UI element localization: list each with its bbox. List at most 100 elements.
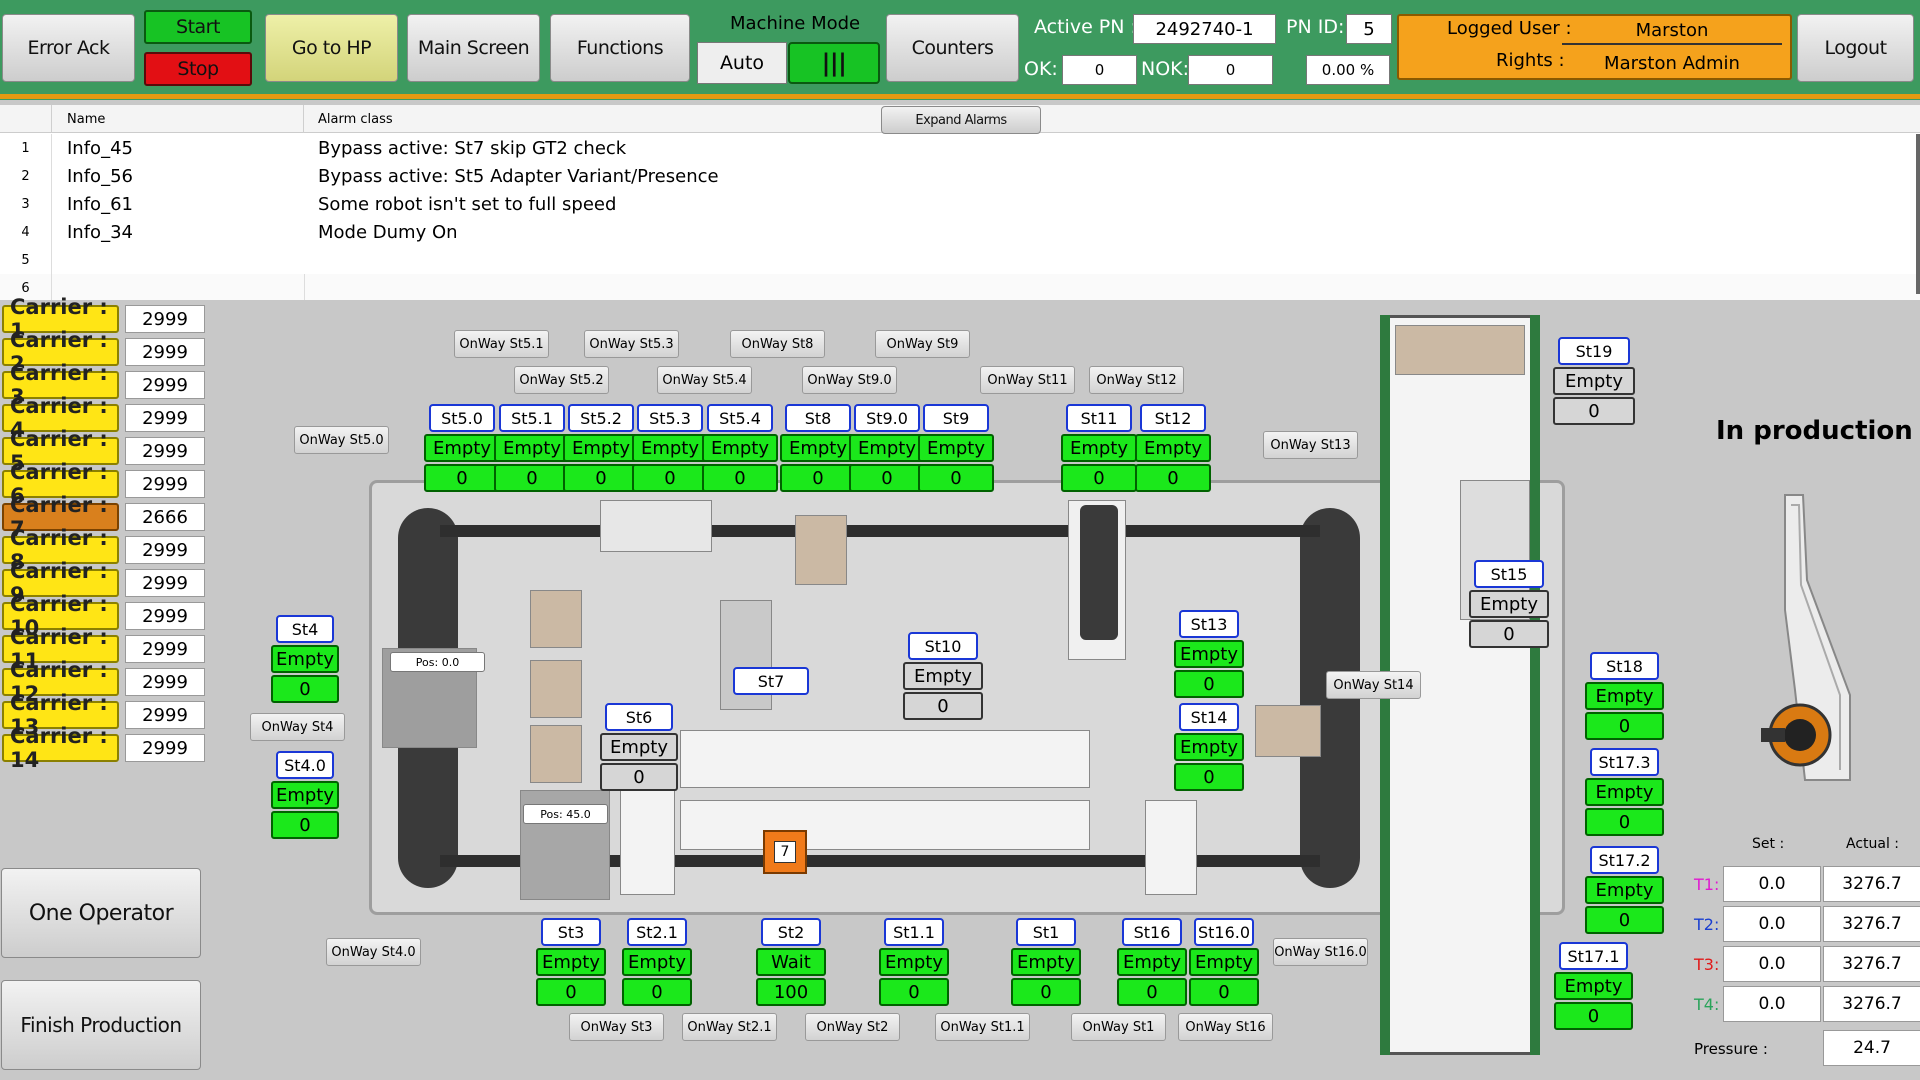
- station-st11[interactable]: St11 Empty 0: [1061, 404, 1137, 492]
- station-name: St11: [1066, 404, 1132, 432]
- counters-button[interactable]: Counters: [886, 14, 1019, 82]
- onway-st1-1-button[interactable]: OnWay St1.1: [935, 1013, 1030, 1041]
- station-name: St18: [1590, 652, 1659, 680]
- station-name: St17.3: [1590, 748, 1659, 776]
- station-st7[interactable]: St7: [728, 667, 814, 695]
- logout-button[interactable]: Logout: [1797, 14, 1914, 82]
- error-ack-button[interactable]: Error Ack: [2, 14, 135, 82]
- header-rownum: [0, 105, 52, 133]
- station-st1-1[interactable]: St1.1 Empty 0: [879, 918, 949, 1006]
- stop-button[interactable]: Stop: [144, 52, 252, 86]
- station-st4-0[interactable]: St4.0 Empty 0: [271, 751, 339, 839]
- onway-st8-button[interactable]: OnWay St8: [730, 330, 825, 358]
- finish-production-button[interactable]: Finish Production: [1, 980, 201, 1070]
- alarm-row[interactable]: 2 Info_56 Bypass active: St5 Adapter Var…: [0, 162, 1920, 190]
- station-st10[interactable]: St10 Empty 0: [903, 632, 983, 720]
- rail-top: [440, 525, 1320, 537]
- alarm-row[interactable]: 1 Info_45 Bypass active: St7 skip GT2 ch…: [0, 134, 1920, 162]
- alarm-row[interactable]: 6: [0, 274, 1920, 302]
- onway-st5-4-button[interactable]: OnWay St5.4: [657, 366, 752, 394]
- station-st3[interactable]: St3 Empty 0: [536, 918, 606, 1006]
- station-st13[interactable]: St13 Empty 0: [1174, 610, 1244, 698]
- alarm-row[interactable]: 3 Info_61 Some robot isn't set to full s…: [0, 190, 1920, 218]
- header-alarm-class[interactable]: Alarm class: [318, 111, 393, 127]
- station-st12[interactable]: St12 Empty 0: [1135, 404, 1211, 492]
- onway-st13-button[interactable]: OnWay St13: [1263, 431, 1358, 459]
- station-st5-0[interactable]: St5.0 Empty 0: [424, 404, 500, 492]
- go-to-hp-button[interactable]: Go to HP: [265, 14, 398, 82]
- alarm-row[interactable]: 4 Info_34 Mode Dumy On: [0, 218, 1920, 246]
- t4-label: T4:: [1694, 995, 1720, 1014]
- onway-st12-button[interactable]: OnWay St12: [1089, 366, 1184, 394]
- station-st16[interactable]: St16 Empty 0: [1117, 918, 1187, 1006]
- station-st14[interactable]: St14 Empty 0: [1174, 703, 1244, 791]
- onway-st2-button[interactable]: OnWay St2: [805, 1013, 900, 1041]
- station-state: Empty: [1585, 682, 1664, 710]
- pn-id-label: PN ID:: [1286, 16, 1345, 38]
- station-st18[interactable]: St18 Empty 0: [1585, 652, 1664, 740]
- station-state: Empty: [271, 645, 339, 673]
- main-screen-button[interactable]: Main Screen: [407, 14, 540, 82]
- station-st5-4[interactable]: St5.4 Empty 0: [702, 404, 778, 492]
- onway-st5-1-button[interactable]: OnWay St5.1: [454, 330, 549, 358]
- onway-st5-3-button[interactable]: OnWay St5.3: [584, 330, 679, 358]
- station-st6[interactable]: St6 Empty 0: [600, 703, 678, 791]
- station-st19[interactable]: St19 Empty 0: [1553, 337, 1635, 425]
- alarm-row[interactable]: 5: [0, 246, 1920, 274]
- station-count: 0: [903, 692, 983, 720]
- station-count: 0: [1135, 464, 1211, 492]
- carrier-label: Carrier : 11: [2, 625, 119, 673]
- one-operator-button[interactable]: One Operator: [1, 868, 201, 958]
- station-state: Empty: [1061, 434, 1137, 462]
- station-st2-1[interactable]: St2.1 Empty 0: [622, 918, 692, 1006]
- onway-st9-0-button[interactable]: OnWay St9.0: [802, 366, 897, 394]
- station-st9[interactable]: St9 Empty 0: [918, 404, 994, 492]
- onway-st16-button[interactable]: OnWay St16: [1178, 1013, 1273, 1041]
- station-st17-1[interactable]: St17.1 Empty 0: [1554, 942, 1633, 1030]
- station-st9-0[interactable]: St9.0 Empty 0: [849, 404, 925, 492]
- onway-st5-2-button[interactable]: OnWay St5.2: [514, 366, 609, 394]
- onway-st9-button[interactable]: OnWay St9: [875, 330, 970, 358]
- user-panel: [1397, 14, 1792, 80]
- expand-alarms-button[interactable]: Expand Alarms: [881, 106, 1041, 134]
- carrier-label: Carrier : 10: [2, 592, 119, 640]
- station-count: 0: [1189, 978, 1259, 1006]
- t3-set: 0.0: [1723, 946, 1821, 982]
- station-st2[interactable]: St2 Wait 100: [756, 918, 826, 1006]
- onway-st4-0-button[interactable]: OnWay St4.0: [326, 938, 421, 966]
- machine-mode-toggle[interactable]: |||: [788, 42, 880, 84]
- t2-set: 0.0: [1723, 906, 1821, 942]
- nok-label: NOK:: [1141, 58, 1190, 80]
- station-st5-2[interactable]: St5.2 Empty 0: [563, 404, 639, 492]
- station-st5-3[interactable]: St5.3 Empty 0: [632, 404, 708, 492]
- product-image: [1755, 490, 1865, 790]
- onway-st11-button[interactable]: OnWay St11: [980, 366, 1075, 394]
- onway-st3-button[interactable]: OnWay St3: [569, 1013, 664, 1041]
- station-st1[interactable]: St1 Empty 0: [1011, 918, 1081, 1006]
- station-st4[interactable]: St4 Empty 0: [271, 615, 339, 703]
- onway-st16-0-button[interactable]: OnWay St16.0: [1273, 938, 1368, 966]
- active-pn-value: 2492740-1: [1133, 14, 1276, 44]
- station-st15[interactable]: St15 Empty 0: [1469, 560, 1549, 648]
- station-state: Empty: [918, 434, 994, 462]
- alarm-class: Bypass active: St7 skip GT2 check: [318, 137, 627, 159]
- header-name[interactable]: Name: [52, 105, 304, 133]
- station-st17-2[interactable]: St17.2 Empty 0: [1585, 846, 1664, 934]
- onway-st2-1-button[interactable]: OnWay St2.1: [682, 1013, 777, 1041]
- row-number: 2: [0, 162, 52, 190]
- functions-button[interactable]: Functions: [550, 14, 690, 82]
- onway-st5-0-button[interactable]: OnWay St5.0: [294, 426, 389, 454]
- start-button[interactable]: Start: [144, 10, 252, 44]
- station-st17-3[interactable]: St17.3 Empty 0: [1585, 748, 1664, 836]
- carrier-label: Carrier : 1: [2, 295, 119, 343]
- onway-st4-button[interactable]: OnWay St4: [250, 713, 345, 741]
- station-count: 0: [1585, 712, 1664, 740]
- onway-st1-button[interactable]: OnWay St1: [1071, 1013, 1166, 1041]
- alarm-scrollbar[interactable]: [1916, 134, 1920, 294]
- station-st8[interactable]: St8 Empty 0: [780, 404, 856, 492]
- position-readout: Pos: 0.0: [390, 652, 485, 672]
- onway-st14-button[interactable]: OnWay St14: [1326, 671, 1421, 699]
- station-st16-0[interactable]: St16.0 Empty 0: [1189, 918, 1259, 1006]
- station-name: St10: [908, 632, 978, 660]
- station-st5-1[interactable]: St5.1 Empty 0: [494, 404, 570, 492]
